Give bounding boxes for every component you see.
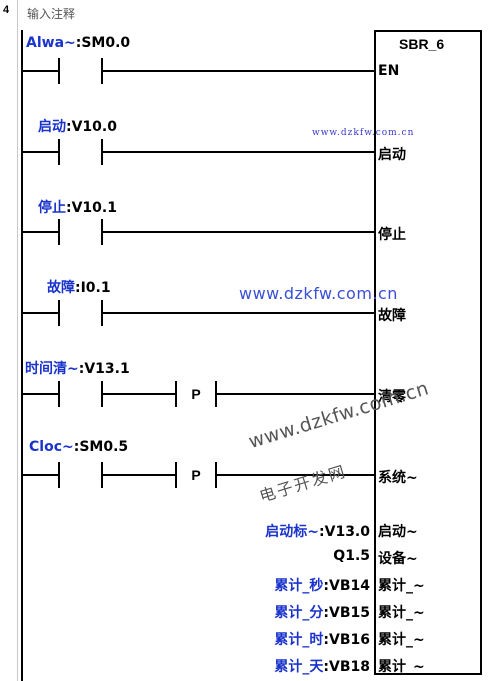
network-number: 4 (3, 4, 10, 16)
pin-system: 系统~ (378, 470, 418, 486)
power-rail (21, 30, 23, 681)
output-operand-hours[interactable]: 累计_时:VB16 (274, 632, 370, 648)
watermark-diagonal-text: 电子开发网 (257, 461, 349, 506)
contact-left-bar[interactable] (58, 381, 60, 407)
pin-days: 累计_~ (378, 659, 425, 675)
input-operand-stop[interactable]: 停止:V10.1 (38, 200, 117, 216)
wire (217, 474, 375, 476)
input-operand-fault[interactable]: 故障:I0.1 (47, 280, 111, 296)
positive-edge-contact[interactable]: P (175, 462, 217, 488)
pin-stop: 停止 (378, 227, 406, 243)
gutter-divider (17, 0, 18, 681)
watermark-small: www.dzkfw.com.cn (312, 128, 415, 138)
contact-left-bar[interactable] (58, 300, 60, 326)
wire (22, 393, 58, 395)
pin-clear: 清零 (378, 389, 406, 405)
wire (22, 474, 58, 476)
wire (101, 151, 375, 153)
wire (101, 312, 375, 314)
input-operand-clock[interactable]: Cloc~:SM0.5 (29, 439, 129, 455)
wire (101, 474, 176, 476)
wire (22, 312, 58, 314)
wire (22, 151, 58, 153)
pin-hours: 累计_~ (378, 632, 425, 648)
input-operand-clear[interactable]: 时间清~:V13.1 (25, 361, 130, 377)
input-operand-start[interactable]: 启动:V10.0 (38, 119, 117, 135)
wire (101, 70, 375, 72)
contact-left-bar[interactable] (58, 219, 60, 245)
wire (101, 231, 375, 233)
output-operand-seconds[interactable]: 累计_秒:VB14 (274, 578, 370, 594)
contact-left-bar[interactable] (58, 139, 60, 165)
contact-left-bar[interactable] (58, 462, 60, 488)
pin-fault: 故障 (378, 308, 406, 324)
sbr-6-block[interactable] (374, 30, 482, 675)
wire (22, 70, 58, 72)
pin-start-flag: 启动~ (378, 524, 418, 540)
wire (101, 393, 176, 395)
output-operand-device[interactable]: Q1.5 (333, 548, 370, 564)
wire (217, 393, 375, 395)
contact-left-bar[interactable] (58, 58, 60, 84)
wire (22, 231, 58, 233)
input-operand-en[interactable]: Alwa~:SM0.0 (26, 35, 131, 51)
pin-minutes: 累计_~ (378, 605, 425, 621)
output-operand-days[interactable]: 累计_天:VB18 (274, 659, 370, 675)
output-operand-start-flag[interactable]: 启动标~:V13.0 (265, 524, 370, 540)
block-title: SBR_6 (399, 36, 445, 52)
positive-edge-contact[interactable]: P (175, 381, 217, 407)
output-operand-minutes[interactable]: 累计_分:VB15 (274, 605, 370, 621)
pin-seconds: 累计_~ (378, 578, 425, 594)
pin-en: EN (378, 63, 400, 79)
network-comment[interactable]: 输入注释 (27, 7, 76, 21)
watermark-large: www.dzkfw.com.cn (239, 284, 398, 303)
pin-start: 启动 (378, 147, 406, 163)
pin-device: 设备~ (378, 551, 418, 567)
row-gutter (0, 0, 18, 681)
